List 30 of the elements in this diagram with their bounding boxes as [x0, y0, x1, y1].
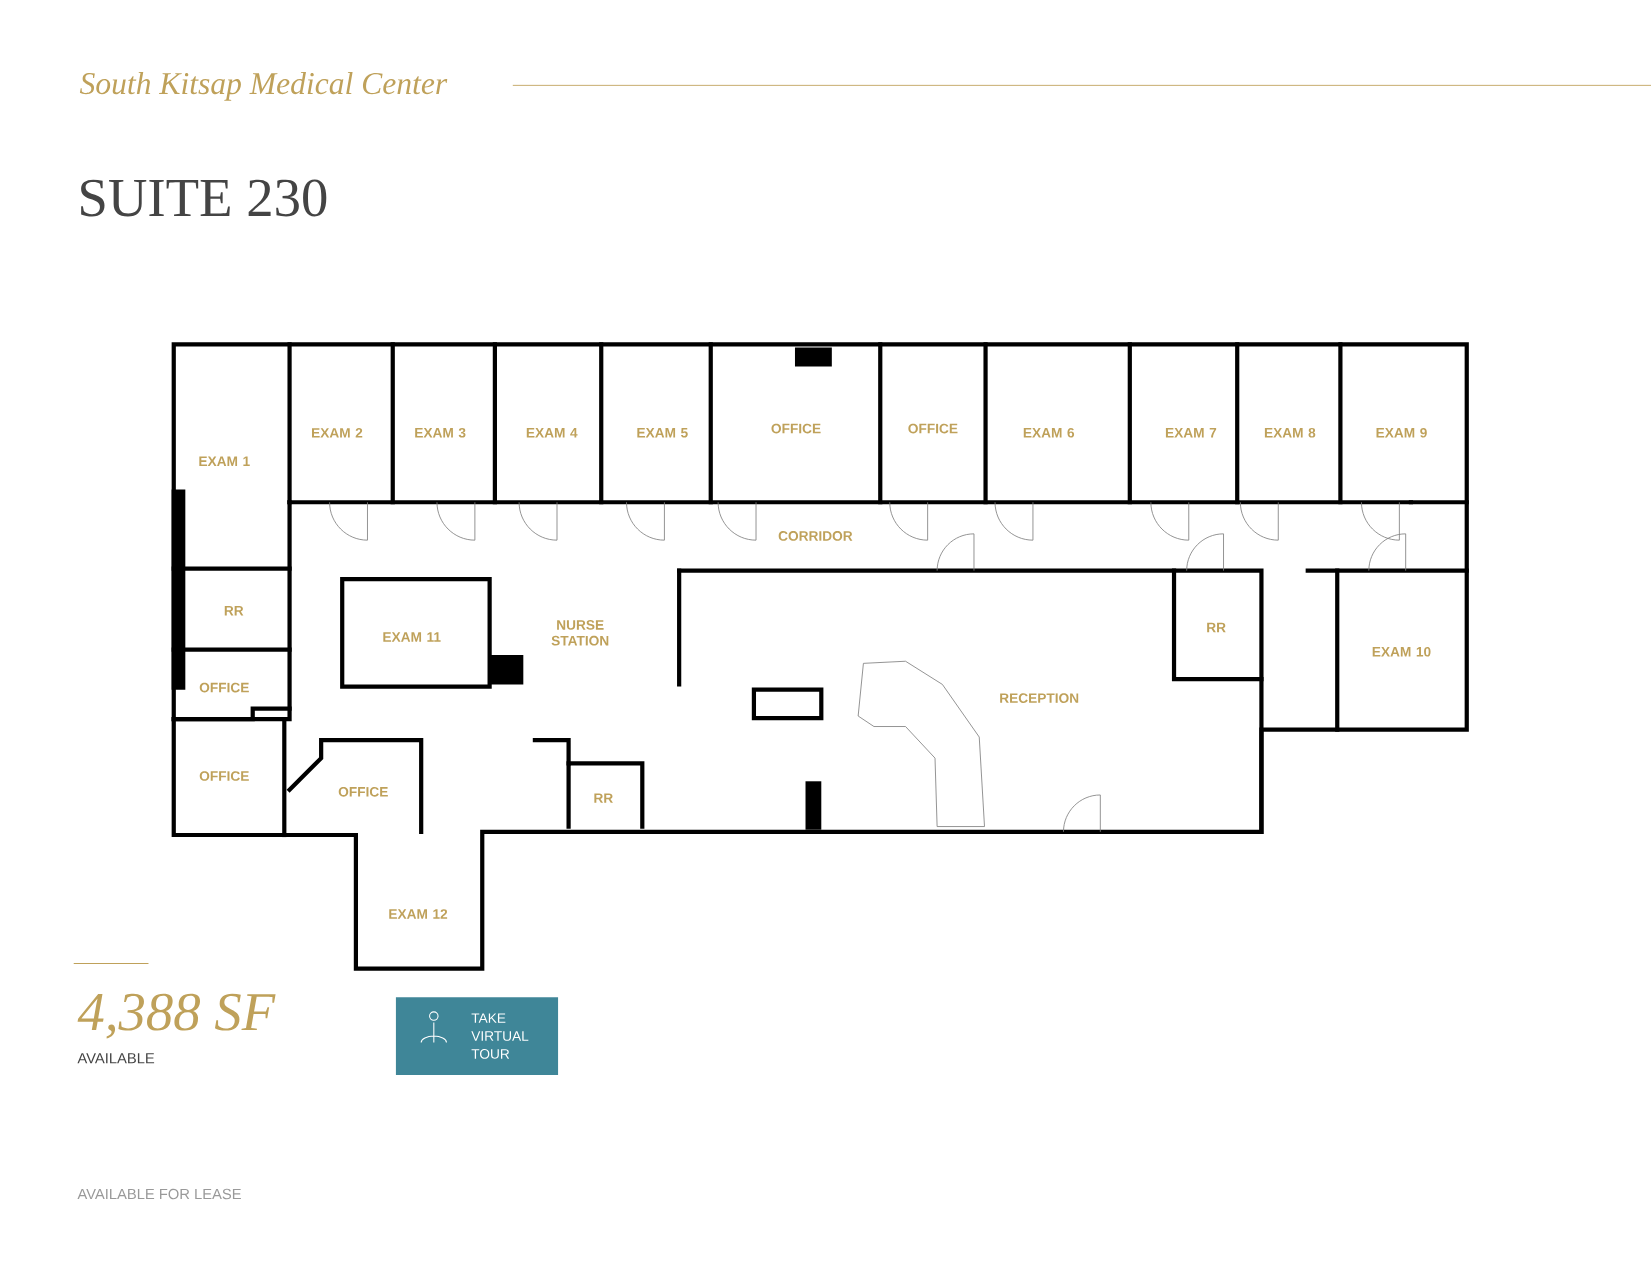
header-text: South Kitsap Medical Center: [79, 72, 448, 101]
caption-text: AVAILABLE: [77, 1053, 155, 1064]
area-figure: 4,388 SF: [77, 993, 276, 1039]
room-label: EXAM 10: [1372, 646, 1431, 657]
room-label: RECEPTION: [1000, 693, 1079, 703]
room-label: CORRIDOR: [778, 531, 853, 541]
room-label: OFFICE: [199, 771, 249, 781]
room-label: OFFICE: [908, 423, 958, 434]
room-label: EXAM 3: [415, 427, 466, 438]
room-label: EXAM 12: [389, 909, 448, 919]
room-label: OFFICE: [338, 786, 388, 797]
room-label: OFFICE: [199, 682, 249, 693]
room-label: RR: [224, 605, 244, 616]
button: TAKE VIRTUAL TOUR: [395, 997, 559, 1075]
room-label: RR: [594, 793, 613, 803]
room-label: EXAM 4: [526, 428, 578, 438]
room-label: EXAM 2: [312, 427, 363, 438]
room-label: EXAM 1: [199, 456, 250, 466]
room-label: EXAM 6: [1023, 427, 1075, 438]
footer-text: AVAILABLE FOR LEASE: [77, 1188, 241, 1200]
room-label: EXAM 9: [1376, 427, 1427, 438]
title-text: SUITE 230: [81, 179, 327, 217]
room-label: OFFICE: [771, 423, 821, 434]
room-label: EXAM 5: [637, 427, 688, 438]
room-label: EXAM 8: [1264, 427, 1316, 438]
room-label: EXAM 11: [383, 632, 441, 642]
room-label: RR: [1207, 622, 1226, 633]
room-label: NURSE STATION: [551, 620, 609, 646]
room-label: EXAM 7: [1165, 428, 1217, 438]
node-text: TAKE VIRTUAL TOUR: [471, 1013, 529, 1059]
